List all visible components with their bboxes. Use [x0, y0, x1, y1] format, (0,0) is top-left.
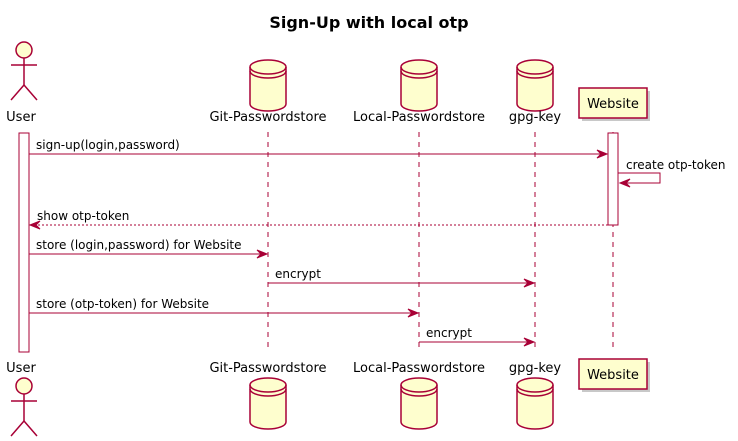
- message-label: encrypt: [275, 267, 321, 281]
- arrow-head: [256, 249, 269, 259]
- participant-box: [578, 87, 648, 119]
- participant-box: [578, 358, 648, 390]
- database-icon: [249, 59, 287, 112]
- message-3: show otp-token: [28, 209, 608, 230]
- activations: [18, 132, 619, 353]
- arrow-head: [618, 178, 631, 188]
- message-label: sign-up(login,password): [36, 138, 180, 152]
- message-label: store (login,password) for Website: [36, 238, 242, 252]
- self-message-line: [618, 172, 661, 184]
- message-7: encrypt: [419, 326, 536, 347]
- participant-top-website: Website: [578, 87, 650, 121]
- lifelines: [267, 132, 614, 352]
- participant-bottom-gpg-key: gpg-key: [509, 361, 562, 430]
- message-1: sign-up(login,password): [29, 138, 609, 159]
- participants-top: User Git-Passwordstore Local-Passwordstore…: [6, 41, 650, 125]
- participant-label: User: [6, 110, 36, 125]
- message-2: create otp-token: [618, 158, 725, 188]
- participant-label: Local-Passwordstore: [353, 110, 485, 125]
- participant-label: User: [6, 361, 36, 376]
- arrow-head: [28, 220, 41, 230]
- database-icon: [516, 377, 554, 430]
- participant-label: gpg-key: [509, 361, 562, 376]
- database-icon: [249, 377, 287, 430]
- arrow-head: [407, 308, 420, 318]
- participant-label: gpg-key: [509, 110, 562, 125]
- participant-label: Website: [587, 368, 639, 383]
- participant-top-gpg-key: gpg-key: [509, 59, 562, 125]
- messages: sign-up(login,password) create otp-token s…: [28, 138, 725, 347]
- participant-label: Website: [587, 97, 639, 112]
- database-icon: [400, 59, 438, 112]
- participant-bottom-local-passwordstore: Local-Passwordstore: [353, 361, 485, 430]
- message-5: encrypt: [268, 267, 536, 288]
- message-4: store (login,password) for Website: [29, 238, 269, 259]
- activation-user: [18, 132, 30, 353]
- actor-icon: [10, 41, 38, 101]
- arrow-head: [596, 149, 609, 159]
- participants-bottom: User Git-Passwordstore Local-Passwordstore…: [6, 358, 650, 437]
- participant-bottom-user: User: [6, 361, 38, 437]
- message-6: store (otp-token) for Website: [29, 297, 420, 318]
- participant-top-user: User: [6, 41, 38, 125]
- participant-bottom-git-passwordstore: Git-Passwordstore: [209, 361, 327, 430]
- message-label: store (otp-token) for Website: [36, 297, 209, 311]
- message-label: show otp-token: [37, 209, 129, 223]
- message-label: create otp-token: [626, 158, 725, 172]
- participant-top-git-passwordstore: Git-Passwordstore: [209, 59, 327, 125]
- participant-label: Local-Passwordstore: [353, 361, 485, 376]
- participant-label: Git-Passwordstore: [209, 110, 326, 125]
- participant-top-local-passwordstore: Local-Passwordstore: [353, 59, 485, 125]
- diagram-title: Sign-Up with local otp: [269, 13, 468, 32]
- database-icon: [516, 59, 554, 112]
- database-icon: [400, 377, 438, 430]
- participant-bottom-website: Website: [578, 358, 650, 392]
- message-label: encrypt: [426, 326, 472, 340]
- activation-website: [607, 132, 619, 226]
- arrow-head: [523, 278, 536, 288]
- arrow-head: [523, 337, 536, 347]
- participant-label: Git-Passwordstore: [209, 361, 326, 376]
- actor-icon: [10, 377, 38, 437]
